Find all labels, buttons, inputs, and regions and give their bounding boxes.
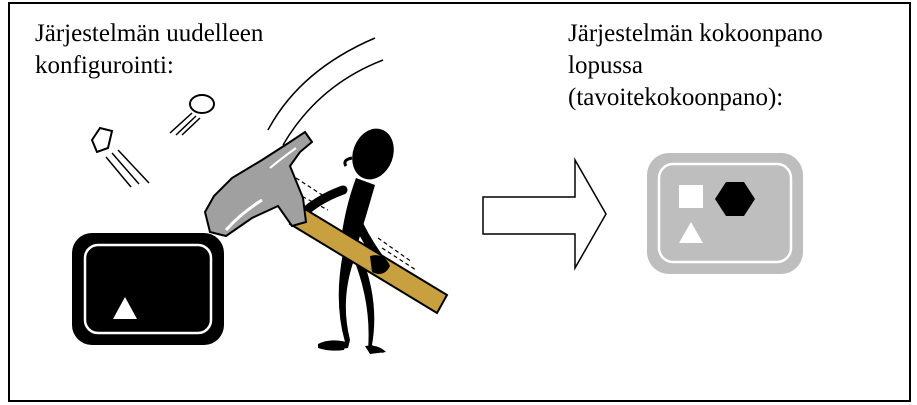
hexagon-icon xyxy=(715,182,755,216)
target-configuration-box xyxy=(647,153,803,274)
reconfiguration-caption-line-2: konfigurointi: xyxy=(35,52,174,79)
reconfiguration-caption: Järjestelmän uudelleen konfigurointi: xyxy=(35,18,263,82)
triangle-icon xyxy=(679,222,703,243)
target-caption-line-1: Järjestelmän kokoonpano xyxy=(568,20,823,47)
triangle-icon xyxy=(113,297,137,319)
square-icon xyxy=(679,185,703,208)
initial-configuration-box xyxy=(72,233,224,345)
arrow-right-icon xyxy=(482,157,607,271)
target-caption-line-3: (tavoitekokoonpano): xyxy=(568,84,784,111)
swing-motion-lines xyxy=(267,37,384,146)
hammer-icon xyxy=(203,130,449,315)
reconfiguration-caption-line-1: Järjestelmän uudelleen xyxy=(35,20,264,47)
flying-circle-icon xyxy=(169,94,215,136)
target-configuration-caption: Järjestelmän kokoonpano lopussa (tavoite… xyxy=(568,18,823,114)
flying-pentagon-icon xyxy=(90,126,150,188)
target-caption-line-2: lopussa xyxy=(568,52,643,79)
